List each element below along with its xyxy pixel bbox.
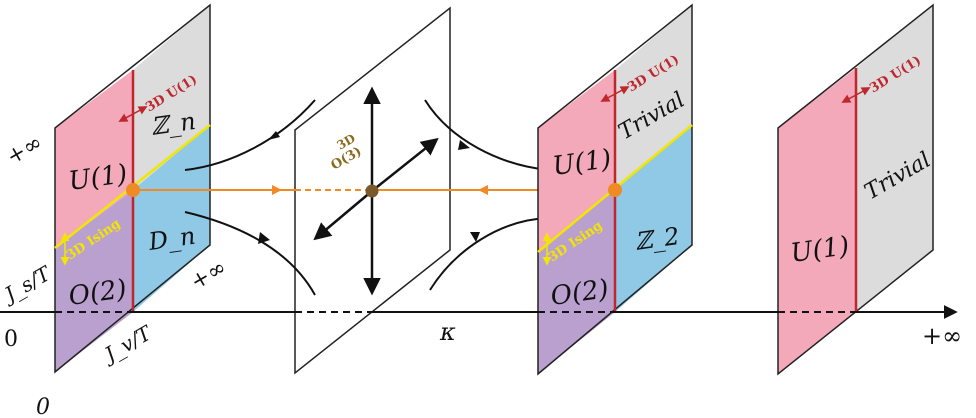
region-dn [133, 125, 210, 312]
axis-origin-label: 0 [4, 327, 18, 352]
flow-curve-top-left [184, 99, 316, 171]
region-u1-right-a [538, 70, 615, 252]
region-zn [133, 5, 210, 190]
fixed-point-o3 [365, 184, 379, 198]
flow-diag-down [313, 190, 373, 241]
region-o2-right-a [538, 190, 615, 374]
multicritical-point-right [608, 183, 622, 197]
left-panel: 3D U(1) 3D Ising U(1) ℤ_n O(2) D_n +∞ J_… [0, 3, 231, 418]
orange-arrow-left [272, 185, 282, 195]
flow-curve-top-right [424, 99, 549, 171]
arrowhead-1 [268, 131, 280, 140]
arrowhead-2 [258, 232, 270, 244]
region-u1-left [55, 70, 133, 248]
region-z2 [615, 125, 692, 312]
arrowhead-4 [470, 232, 480, 242]
right-panel-b-frame [777, 3, 934, 376]
kappa-axis: 0 κ +∞ [0, 305, 962, 352]
region-o2-left [55, 190, 133, 372]
right-panel-a-frame [537, 3, 693, 376]
right-panel-b: 3D U(1) U(1) Trivial [777, 3, 935, 376]
left-dn-label: D_n [146, 222, 197, 256]
flow-curve-bottom-right [429, 217, 549, 291]
multicritical-point-left [126, 183, 140, 197]
region-u1-right-b [778, 68, 856, 374]
js-axis-label: J_s/T [0, 261, 56, 309]
red-double-arrow-a [600, 86, 630, 102]
right-a-z2-label: ℤ_2 [633, 222, 681, 256]
rg-flow-curves [184, 99, 549, 296]
bottom-right-infinity: +∞ [187, 255, 231, 295]
red-double-arrow-b [841, 87, 871, 103]
axis-end-label: +∞ [922, 322, 962, 350]
right-panel-a: 3D U(1) 3D Ising U(1) Trivial O(2) ℤ_2 [537, 3, 693, 376]
arrowhead-3 [458, 140, 470, 150]
left-panel-frame [54, 3, 211, 374]
left-zn-label: ℤ_n [149, 107, 197, 141]
corner-zero: 0 [36, 395, 50, 418]
red-double-arrow [118, 106, 148, 122]
orange-arrow-right [478, 185, 488, 195]
top-left-infinity: +∞ [3, 130, 47, 170]
region-trivial-b [856, 5, 933, 312]
flow-diag-up [371, 137, 439, 192]
critical-line [140, 184, 610, 198]
axis-kappa-label: κ [439, 318, 456, 346]
region-trivial-a [615, 5, 692, 190]
